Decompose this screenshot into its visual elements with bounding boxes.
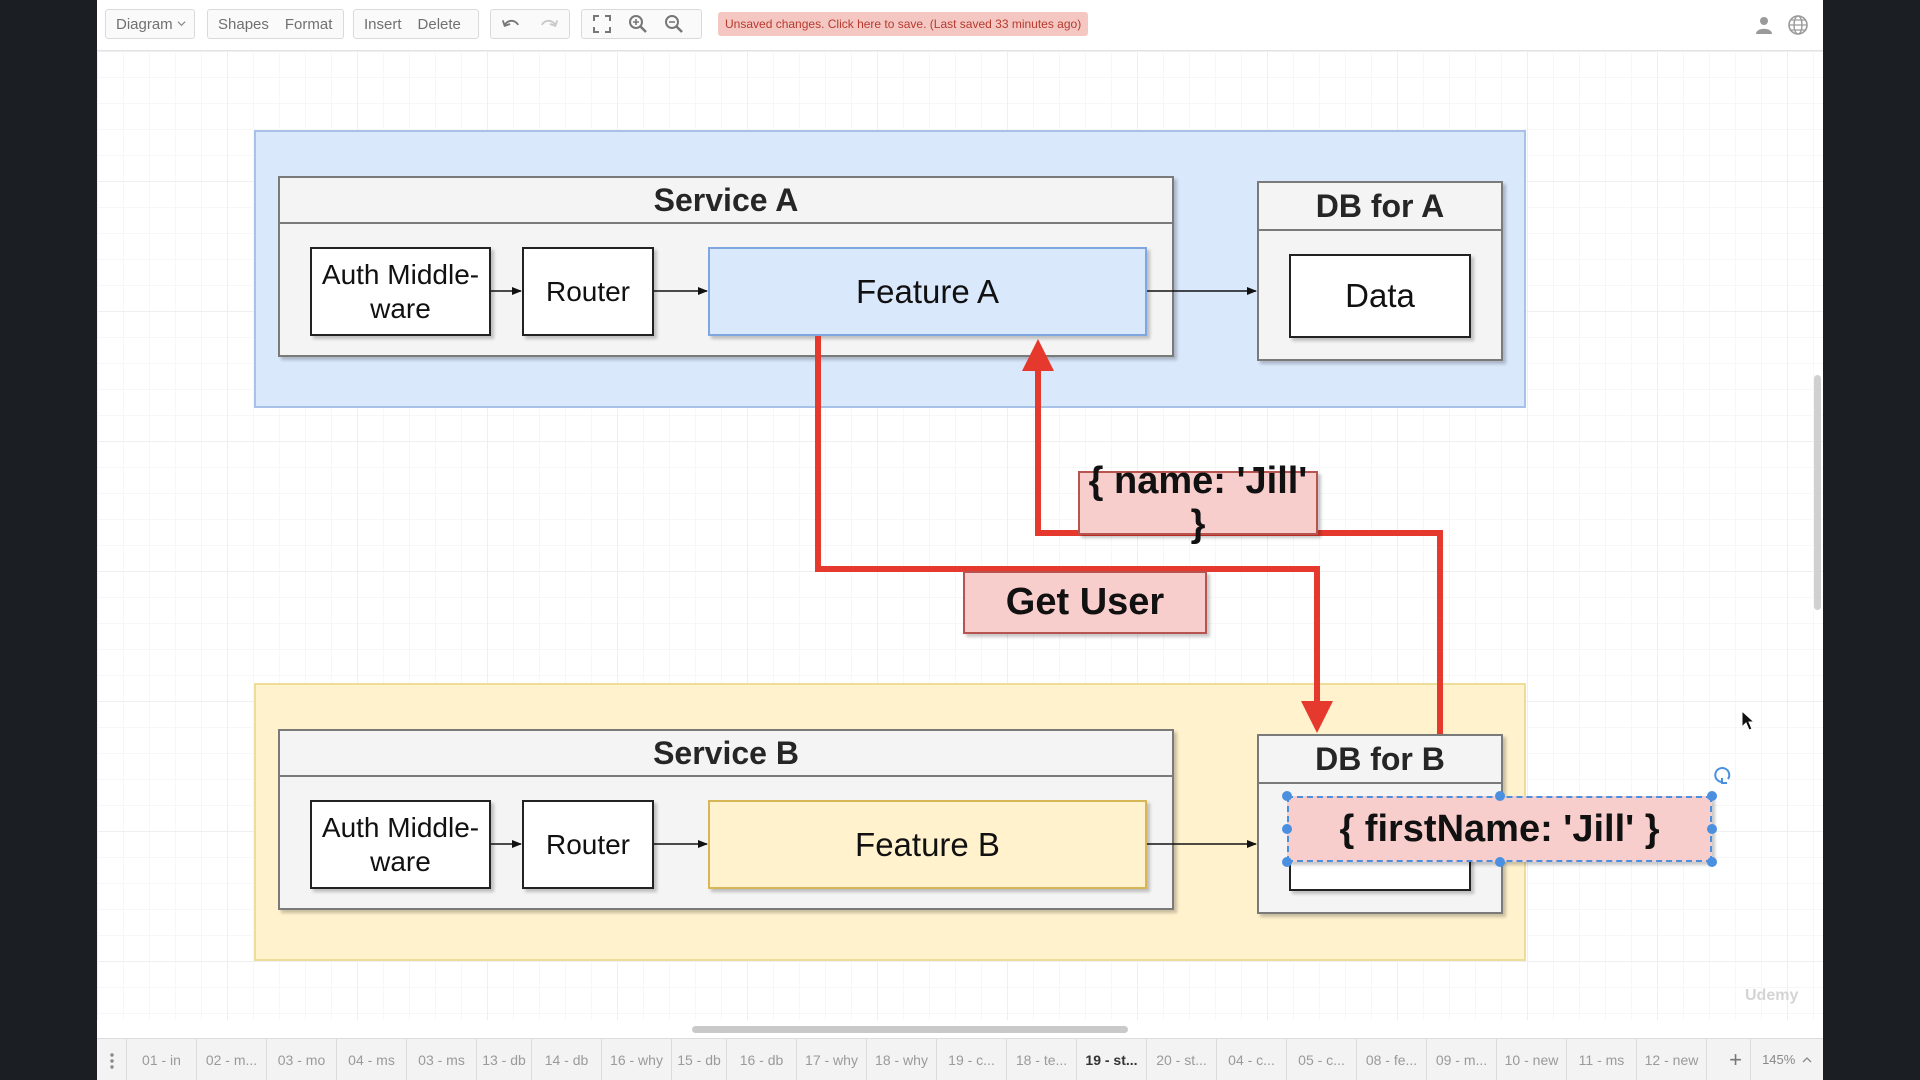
insert-delete-group: Insert Delete <box>353 9 479 39</box>
delete-button[interactable]: Delete <box>417 15 461 33</box>
auth-middleware-b-line1: Auth Middle- <box>321 811 480 843</box>
db-a-data-box[interactable]: Data <box>1289 254 1471 338</box>
page-tab[interactable]: 14 - db <box>532 1039 602 1080</box>
page-tab[interactable]: 01 - in <box>127 1039 197 1080</box>
auth-middleware-a-box[interactable]: Auth Middle- ware <box>310 247 491 336</box>
page-tab[interactable]: 10 - new <box>1497 1039 1567 1080</box>
page-tab[interactable]: 19 - c... <box>937 1039 1007 1080</box>
unsaved-changes-notice[interactable]: Unsaved changes. Click here to save. (La… <box>718 12 1089 36</box>
page-tab[interactable]: 13 - db <box>477 1039 532 1080</box>
auth-middleware-a-line1: Auth Middle- <box>321 258 480 290</box>
globe-icon[interactable] <box>1786 13 1810 37</box>
db-a-title: DB for A <box>1257 181 1503 231</box>
pages-menu-icon[interactable] <box>97 1039 127 1080</box>
shapes-format-group: Shapes Format <box>207 9 344 39</box>
db-b-title: DB for B <box>1257 734 1503 784</box>
page-tab[interactable]: 18 - why <box>867 1039 937 1080</box>
page-tab[interactable]: 05 - c... <box>1287 1039 1357 1080</box>
auth-middleware-b-line2: ware <box>370 845 431 877</box>
connectors-layer <box>491 287 1443 848</box>
diagram-menu-button[interactable]: Diagram <box>116 15 173 33</box>
page-tab[interactable]: 18 - te... <box>1007 1039 1077 1080</box>
insert-button[interactable]: Insert <box>364 15 402 33</box>
page-tab[interactable]: 02 - m... <box>197 1039 267 1080</box>
page-tab[interactable]: 04 - c... <box>1217 1039 1287 1080</box>
page-tab[interactable]: 08 - fe... <box>1357 1039 1427 1080</box>
undo-redo-group <box>490 9 570 39</box>
zoom-in-icon[interactable] <box>628 14 648 34</box>
page-tab[interactable]: 04 - ms <box>337 1039 407 1080</box>
page-tab[interactable]: 03 - ms <box>407 1039 477 1080</box>
add-page-icon[interactable]: + <box>1721 1039 1751 1080</box>
auth-middleware-a-line2: ware <box>370 292 431 324</box>
mouse-pointer-icon <box>1741 710 1755 731</box>
auth-middleware-b-box[interactable]: Auth Middle- ware <box>310 800 491 889</box>
page-tab[interactable]: 16 - db <box>727 1039 797 1080</box>
page-tab[interactable]: 17 - why <box>797 1039 867 1080</box>
fullscreen-icon[interactable] <box>592 14 612 34</box>
router-b-box[interactable]: Router <box>522 800 654 889</box>
page-tab[interactable]: 12 - new <box>1637 1039 1707 1080</box>
page-tab[interactable]: 09 - m... <box>1427 1039 1497 1080</box>
response-arrow-line <box>1035 361 1443 734</box>
vertical-scrollbar[interactable] <box>1814 375 1821 610</box>
feature-a-box[interactable]: Feature A <box>708 247 1147 336</box>
chevron-up-icon <box>1802 1057 1812 1063</box>
page-tab[interactable]: 03 - mo <box>267 1039 337 1080</box>
diagram-menu-group: Diagram <box>105 9 195 39</box>
get-user-label[interactable]: Get User <box>963 571 1207 634</box>
service-b-title: Service B <box>278 729 1174 777</box>
request-arrow-head <box>1301 701 1333 733</box>
toolbar: Diagram Shapes Format Insert Delete <box>97 0 1823 51</box>
zoom-level-control[interactable]: 145% <box>1751 1039 1823 1080</box>
horizontal-scrollbar[interactable] <box>692 1026 1128 1033</box>
format-button[interactable]: Format <box>284 15 333 33</box>
shapes-button[interactable]: Shapes <box>218 15 269 33</box>
page-tab[interactable]: 19 - st... <box>1077 1039 1147 1080</box>
page-tab[interactable]: 20 - st... <box>1147 1039 1217 1080</box>
undo-icon[interactable] <box>501 14 521 34</box>
drawio-editor: Diagram Shapes Format Insert Delete <box>97 0 1823 1080</box>
feature-b-box[interactable]: Feature B <box>708 800 1147 889</box>
service-a-title: Service A <box>278 176 1174 224</box>
zoom-level-value: 145% <box>1762 1052 1796 1067</box>
redo-icon[interactable] <box>539 14 559 34</box>
udemy-watermark-logo: Udemy <box>1745 987 1799 1004</box>
router-a-box[interactable]: Router <box>522 247 654 336</box>
firstname-record-label[interactable]: { firstName: 'Jill' } <box>1287 796 1712 862</box>
view-group <box>581 9 702 39</box>
page-tab[interactable]: 11 - ms <box>1567 1039 1637 1080</box>
page-tab[interactable]: 15 - db <box>672 1039 727 1080</box>
user-icon[interactable] <box>1752 13 1776 37</box>
name-response-label[interactable]: { name: 'Jill' } <box>1078 460 1318 545</box>
page-tab[interactable]: 16 - why <box>602 1039 672 1080</box>
diagram-canvas[interactable]: Service A Auth Middle- ware Router Featu… <box>97 51 1823 1020</box>
chevron-down-icon[interactable] <box>177 15 186 33</box>
response-arrow-head <box>1022 339 1054 371</box>
zoom-out-icon[interactable] <box>664 14 684 34</box>
request-arrow-line <box>815 336 1320 711</box>
